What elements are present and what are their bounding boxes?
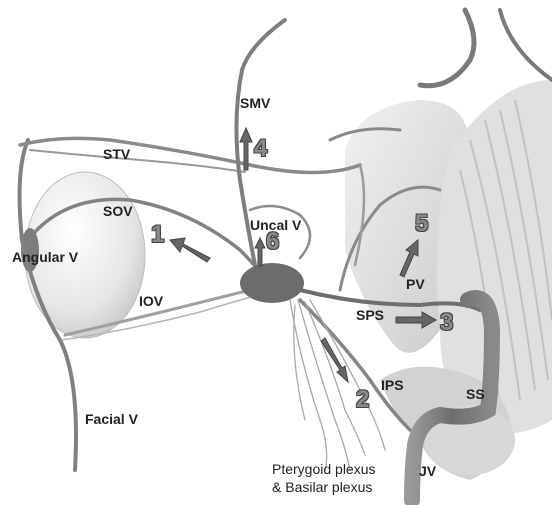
label-angular-v: Angular V [12, 249, 78, 265]
pterygoid-plexus-veins [290, 300, 385, 470]
label-jv: JV [419, 463, 436, 479]
upper-cortical-vein [420, 10, 474, 86]
arrow-number-5: 5 [415, 210, 428, 238]
cavernous-sinus [240, 263, 304, 303]
label-plexus-line1: Pterygoid plexus [272, 460, 376, 478]
arrow-1 [170, 238, 210, 262]
label-sps: SPS [356, 307, 384, 323]
label-pv: PV [406, 276, 425, 292]
label-iov: IOV [139, 293, 163, 309]
label-ips: IPS [381, 377, 404, 393]
label-plexus-line2: & Basilar plexus [272, 478, 376, 496]
label-facial-v: Facial V [85, 411, 138, 427]
label-smv: SMV [240, 95, 270, 111]
arrow-number-3: 3 [440, 309, 453, 337]
arrow-number-6: 6 [266, 228, 279, 256]
superficial-temporal-vein [20, 138, 360, 172]
arrow-number-1: 1 [151, 221, 164, 249]
label-ss: SS [466, 386, 485, 402]
label-plexus: Pterygoid plexus & Basilar plexus [272, 460, 376, 496]
arrow-number-4: 4 [254, 135, 267, 163]
label-stv: STV [103, 146, 130, 162]
arrow-6 [255, 238, 265, 266]
arrow-number-2: 2 [356, 386, 369, 414]
upper-cortical-vein-2 [500, 10, 552, 80]
label-sov: SOV [103, 203, 133, 219]
